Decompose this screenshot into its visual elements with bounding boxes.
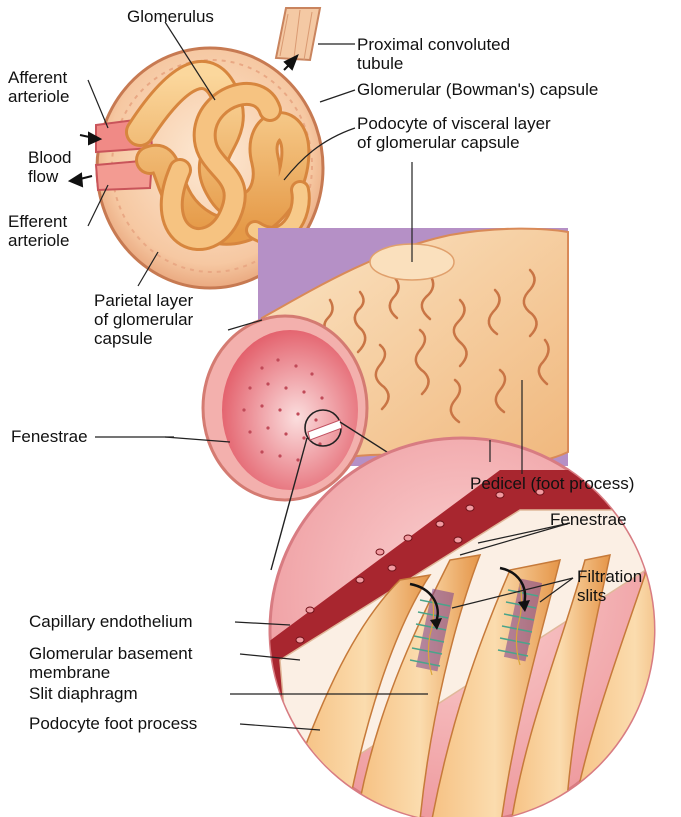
label-pedicel: Pedicel (foot process): [470, 474, 634, 493]
label-bowmans-capsule: Glomerular (Bowman's) capsule: [357, 80, 598, 99]
label-filtration-slits: Filtration slits: [577, 567, 642, 605]
capillary-lumen: [222, 330, 358, 490]
label-capillary-endothelium: Capillary endothelium: [29, 612, 192, 631]
label-fenestrae-left: Fenestrae: [11, 427, 88, 446]
label-slit-diaphragm: Slit diaphragm: [29, 684, 138, 703]
label-podocyte-visceral: Podocyte of visceral layer of glomerular…: [357, 114, 551, 152]
label-blood-flow: Blood flow: [28, 148, 71, 186]
proximal-tubule-shape: [276, 8, 320, 60]
label-afferent-arteriole: Afferent arteriole: [8, 68, 69, 106]
label-fenestrae-zoom: Fenestrae: [550, 510, 627, 529]
label-basement-membrane: Glomerular basement membrane: [29, 644, 192, 682]
label-parietal-layer: Parietal layer of glomerular capsule: [94, 291, 193, 348]
label-glomerulus: Glomerulus: [127, 7, 214, 26]
zoom-detail-illustration: [260, 438, 681, 817]
glomerular-capillary-loops: [140, 75, 301, 239]
label-podocyte-foot: Podocyte foot process: [29, 714, 197, 733]
label-proximal-tubule: Proximal convoluted tubule: [357, 35, 510, 73]
label-efferent-arteriole: Efferent arteriole: [8, 212, 69, 250]
